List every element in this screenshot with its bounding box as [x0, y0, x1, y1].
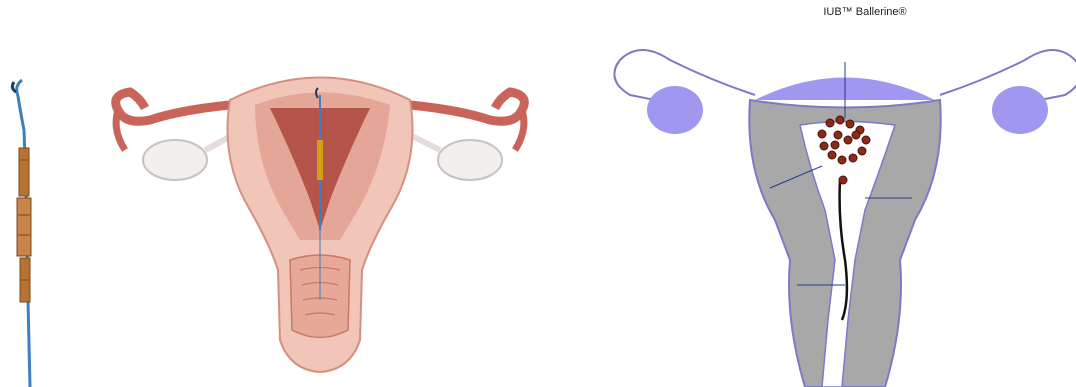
uterus-anatomy-illustration [0, 0, 560, 387]
diagram-title: IUB™ Ballerine® [780, 6, 950, 18]
right-ovary [992, 86, 1048, 134]
iub-ballerine-schematic [560, 0, 1076, 387]
uterus-body [116, 78, 525, 373]
left-ovary [647, 86, 703, 134]
left-illustration-panel [0, 0, 560, 387]
right-diagram-panel: IUB™ Ballerine® [560, 0, 1076, 387]
copper-iud-device-icon [12, 80, 31, 387]
